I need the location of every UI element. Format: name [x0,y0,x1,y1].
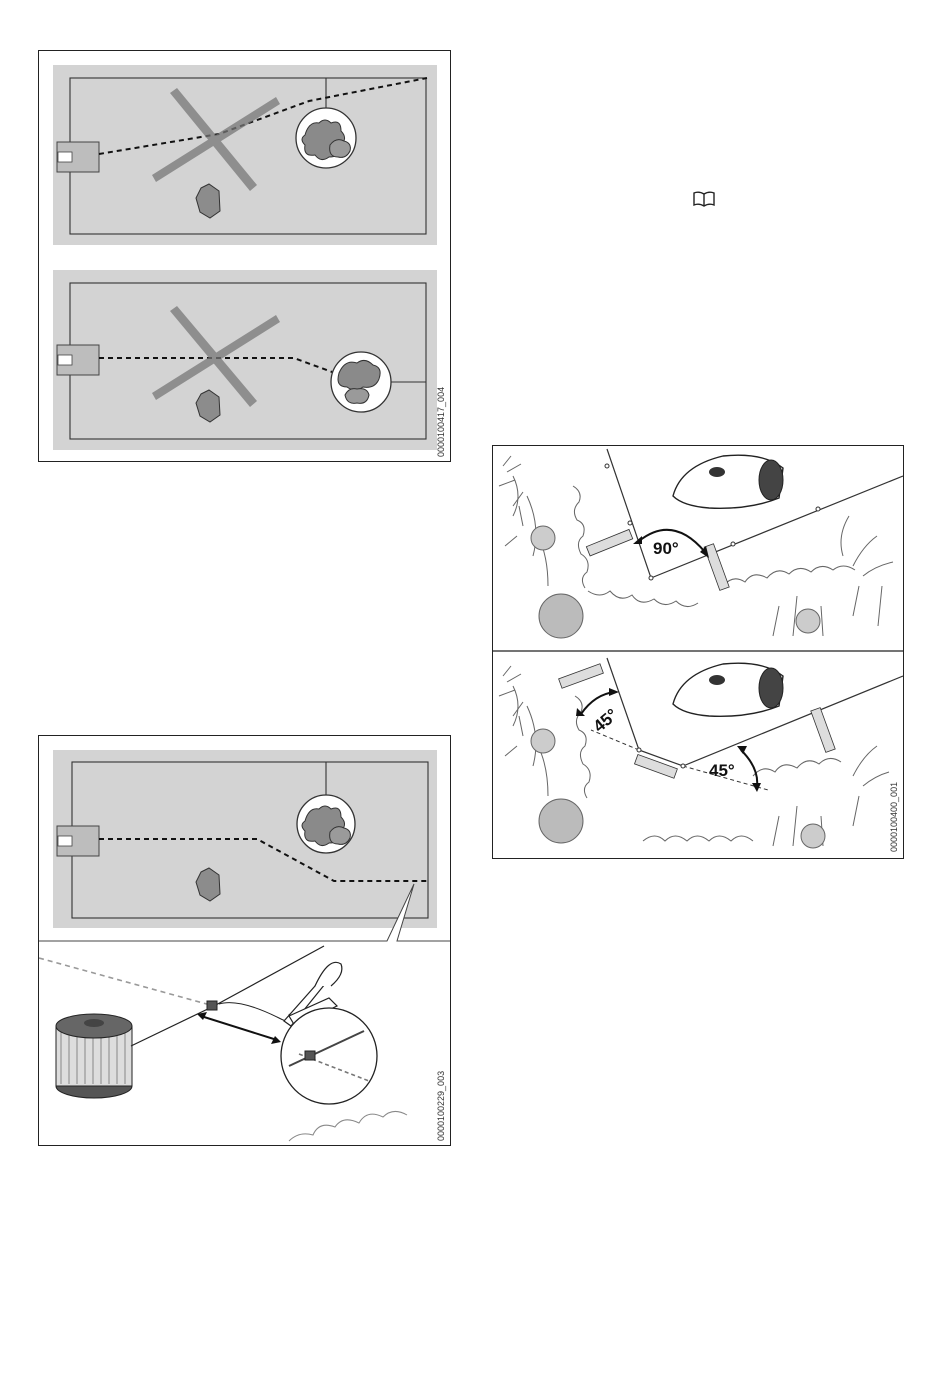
figure-code: 0000100229_003 [436,1071,446,1141]
length-arrow [201,1016,277,1040]
figure-code: 0000100400_001 [889,782,899,852]
figure-2-drawing [39,736,450,1145]
angle-label-90: 90° [653,539,679,558]
ruler-left-top [586,529,632,556]
wire-spool [56,1014,132,1098]
ruler-right-top [704,544,729,591]
angle-label-45-right: 45° [709,761,735,780]
robot-mower-bottom [673,663,783,716]
figure-corner-angles: 90° [492,445,904,859]
figure-1-drawing [39,51,450,461]
figure-code: 0000100417_004 [436,387,446,457]
robot-mower-top [673,455,783,508]
ruler-center-bottom [634,754,677,778]
lawn-panel-1 [53,65,437,245]
detail-magnifier [281,1008,377,1104]
wire-connector [207,1001,217,1010]
figure-3-drawing: 90° [493,446,903,858]
angle-arc-45-right [741,750,757,786]
angle-label-45-left: 45° [590,705,622,736]
book-icon [693,191,715,212]
figure-wire-layout-wrong: 0000100417_004 [38,50,451,462]
figure-wire-splice: 0000100229_003 [38,735,451,1146]
ruler-right-bottom [811,708,835,753]
ruler-left-bottom [559,664,604,688]
